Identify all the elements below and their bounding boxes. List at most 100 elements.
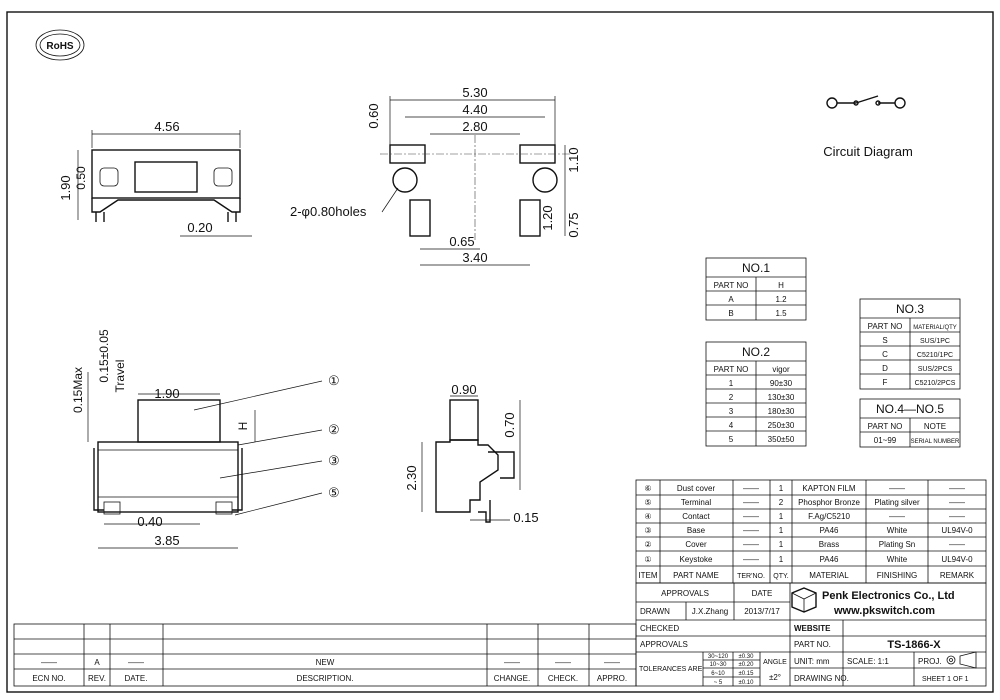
dim-travel-word: Travel	[113, 360, 127, 393]
bom-r3-name: Base	[687, 526, 706, 535]
tb-proj: PROJ.	[918, 657, 942, 666]
dim-top-width: 4.56	[154, 119, 179, 134]
no3-c31: C5210/2PCS	[915, 380, 956, 387]
callout-1: ①	[328, 373, 340, 388]
tb-scale: SCALE: 1:1	[847, 657, 889, 666]
dim-top-lead: 0.20	[187, 220, 212, 235]
bom-h-material: MATERIAL	[809, 571, 849, 580]
tol-r0-val: ±0.30	[739, 654, 755, 660]
bom-r0-name: Dust cover	[677, 484, 716, 493]
tb-drawn-by: J.X.Zhang	[692, 607, 728, 616]
rev-check-dash: ——	[555, 658, 571, 667]
table-no2: NO.2 PART NO vigor 1 90±30 2 130±30 3 18…	[705, 341, 807, 447]
bom-r1-ter: ——	[743, 498, 759, 507]
no45-h0: PART NO	[868, 422, 903, 431]
tol-r2-val: ±0.15	[739, 671, 755, 677]
circuit-label: Circuit Diagram	[823, 144, 913, 159]
bom-r4-material: Brass	[819, 540, 839, 549]
dim-front-lead: 0.40	[137, 514, 162, 529]
bom-r0-remark: ——	[949, 484, 965, 493]
revision-block: —— A —— NEW —— —— —— ECN NO. REV. DATE. …	[13, 623, 637, 687]
no2-c21: 180±30	[768, 407, 795, 416]
dim-pad-b1: 0.65	[449, 234, 474, 249]
bom-r0-material: KAPTON FILM	[802, 484, 856, 493]
bom-r5-item: ①	[644, 555, 651, 564]
bom-r4-qty: 1	[779, 540, 784, 549]
tb-approvals: APPROVALS	[661, 589, 709, 598]
rev-appro-dash: ——	[604, 658, 620, 667]
dim-pad-outer: 5.30	[462, 85, 487, 100]
dim-pad-r2: 1.20	[540, 205, 555, 230]
circuit-diagram: Circuit Diagram	[823, 95, 913, 159]
no2-title: NO.2	[742, 345, 770, 359]
no45-title: NO.4—NO.5	[876, 402, 944, 416]
dim-front-width: 3.85	[154, 533, 179, 548]
no1-c11: 1.5	[775, 309, 787, 318]
bom-r1-remark: ——	[949, 498, 965, 507]
tb-approvals2: APPROVALS	[640, 640, 688, 649]
table-no3: NO.3 PART NO MATERIAL/QTY S SUS/1PC C C5…	[859, 298, 961, 390]
dim-pad-mid: 4.40	[462, 102, 487, 117]
no2-c00: 1	[729, 379, 734, 388]
tb-company: Penk Electronics Co., Ltd	[822, 590, 955, 602]
no3-c01: SUS/1PC	[920, 338, 950, 345]
tb-tolerances: TOLERANCES ARE	[639, 666, 703, 673]
projection-symbol-icon	[946, 651, 977, 669]
dim-front-key: 1.90	[154, 386, 179, 401]
tb-website-label: WEBSITE	[794, 624, 831, 633]
bom-r2-material: F.Ag/C5210	[808, 512, 850, 521]
bom-r0-item: ⑥	[644, 484, 651, 493]
bom-r2-qty: 1	[779, 512, 784, 521]
rev-h-appro: APPRO.	[597, 674, 627, 683]
no2-c41: 350±50	[768, 435, 795, 444]
bom-r2-name: Contact	[682, 512, 710, 521]
bom-r0-finish: ——	[889, 484, 905, 493]
tb-unit: UNIT: mm	[794, 657, 830, 666]
bom-r3-finish: White	[887, 526, 908, 535]
dim-pad-b2: 3.40	[462, 250, 487, 265]
no3-title: NO.3	[896, 302, 924, 316]
bom-r5-remark: UL94V-0	[941, 555, 973, 564]
bom-r5-material: PA46	[820, 555, 840, 564]
rev-h-date: DATE.	[125, 674, 148, 683]
rev-desc-value: NEW	[316, 658, 335, 667]
bom-r3-item: ③	[644, 526, 651, 535]
tol-r1-val: ±0.20	[739, 662, 755, 668]
no3-c00: S	[882, 336, 887, 345]
dim-pad-r3: 0.75	[566, 212, 581, 237]
bom-r5-ter: ——	[743, 555, 759, 564]
bom-r0-qty: 1	[779, 484, 784, 493]
bom-r1-finish: Plating silver	[874, 498, 920, 507]
dim-pad-inner: 2.80	[462, 119, 487, 134]
front-view: 1.90 0.15Max 0.15±0.05 Travel H ① ② ③ ⑤ …	[71, 329, 340, 549]
rev-h-rev: REV.	[88, 674, 106, 683]
bom-r3-material: PA46	[820, 526, 840, 535]
dim-pad-height: 0.60	[366, 103, 381, 128]
no2-c30: 4	[729, 421, 734, 430]
tol-r2-range: 6~10	[711, 671, 725, 677]
no3-c30: F	[883, 378, 888, 387]
tb-drawn: DRAWN	[640, 607, 670, 616]
tb-date: DATE	[752, 589, 773, 598]
callout-2: ②	[328, 422, 340, 437]
no1-c01: 1.2	[775, 295, 787, 304]
tb-angle: ANGLE	[763, 659, 787, 666]
bom-r4-name: Cover	[685, 540, 707, 549]
bom-r4-item: ②	[644, 540, 651, 549]
callout-5: ⑤	[328, 485, 340, 500]
bom-r0-ter: ——	[743, 484, 759, 493]
dim-side-top: 0.90	[451, 382, 476, 397]
rev-h-desc: DESCRIPTION.	[297, 674, 354, 683]
dim-side-r: 0.70	[502, 412, 517, 437]
rohs-logo: RoHS	[35, 29, 85, 61]
bom-table: ⑥ Dust cover —— 1 KAPTON FILM —— —— ⑤ Te…	[635, 479, 987, 584]
holes-label: 2-φ0.80holes	[290, 204, 367, 219]
no2-c31: 250±30	[768, 421, 795, 430]
bom-r2-ter: ——	[743, 512, 759, 521]
bom-h-qty: QTY.	[773, 573, 788, 580]
no1-h0: PART NO	[714, 281, 749, 290]
dim-front-h: H	[236, 422, 250, 431]
sheet-border	[6, 11, 994, 693]
side-view: 0.90 0.70 2.30 0.15	[404, 382, 539, 525]
rev-h-check: CHECK.	[548, 674, 578, 683]
